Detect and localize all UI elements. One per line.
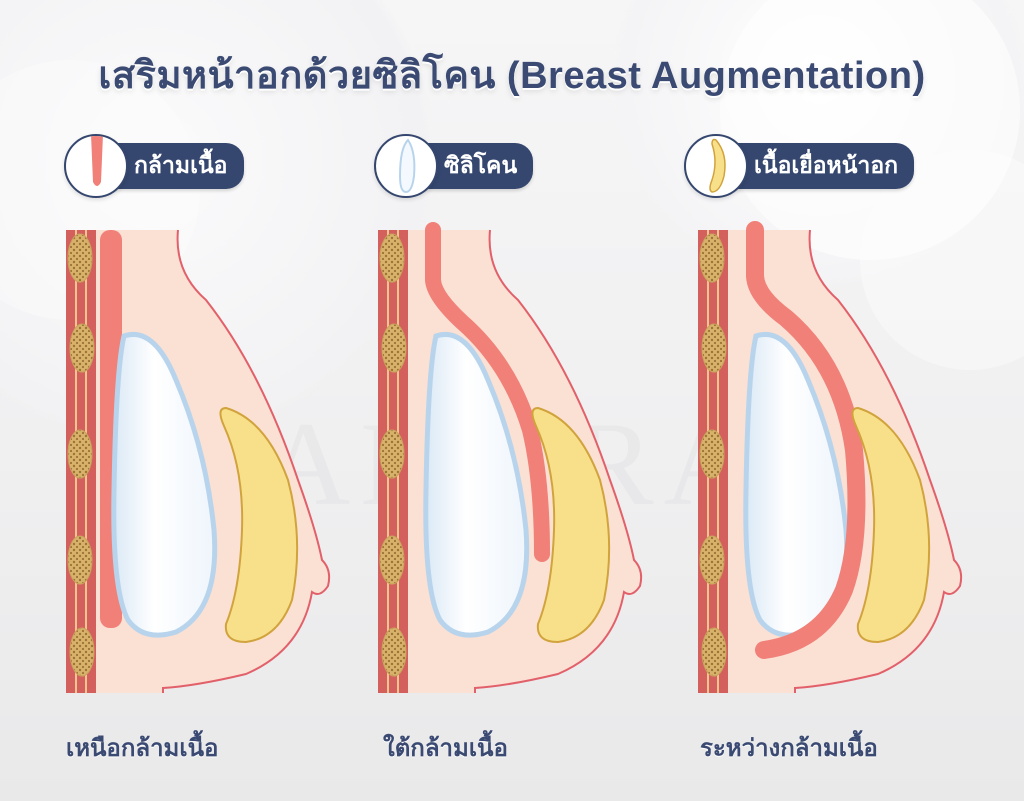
- legend-silicone: ซิลิโคน: [374, 134, 534, 198]
- diagram-under-muscle: [377, 222, 643, 694]
- diagram-dual-plane: [697, 221, 963, 694]
- diagram-over-muscle: [65, 229, 331, 694]
- background-bokeh: [720, 0, 1020, 260]
- caption-over-muscle: เหนือกล้ามเนื้อ: [66, 735, 219, 762]
- legend-muscle: กล้ามเนื้อ: [64, 134, 244, 198]
- caption-under-muscle: ใต้กล้ามเนื้อ: [383, 735, 508, 762]
- legend-breast-tissue: เนื้อเยื่อหน้าอก: [684, 134, 915, 198]
- caption-dual-plane: ระหว่างกล้ามเนื้อ: [700, 735, 878, 762]
- silicone-implant-icon: [374, 134, 438, 198]
- breast-tissue-icon: [684, 134, 748, 198]
- muscle-icon: [64, 134, 128, 198]
- page-title: เสริมหน้าอกด้วยซิลิโคน (Breast Augmentat…: [98, 55, 926, 97]
